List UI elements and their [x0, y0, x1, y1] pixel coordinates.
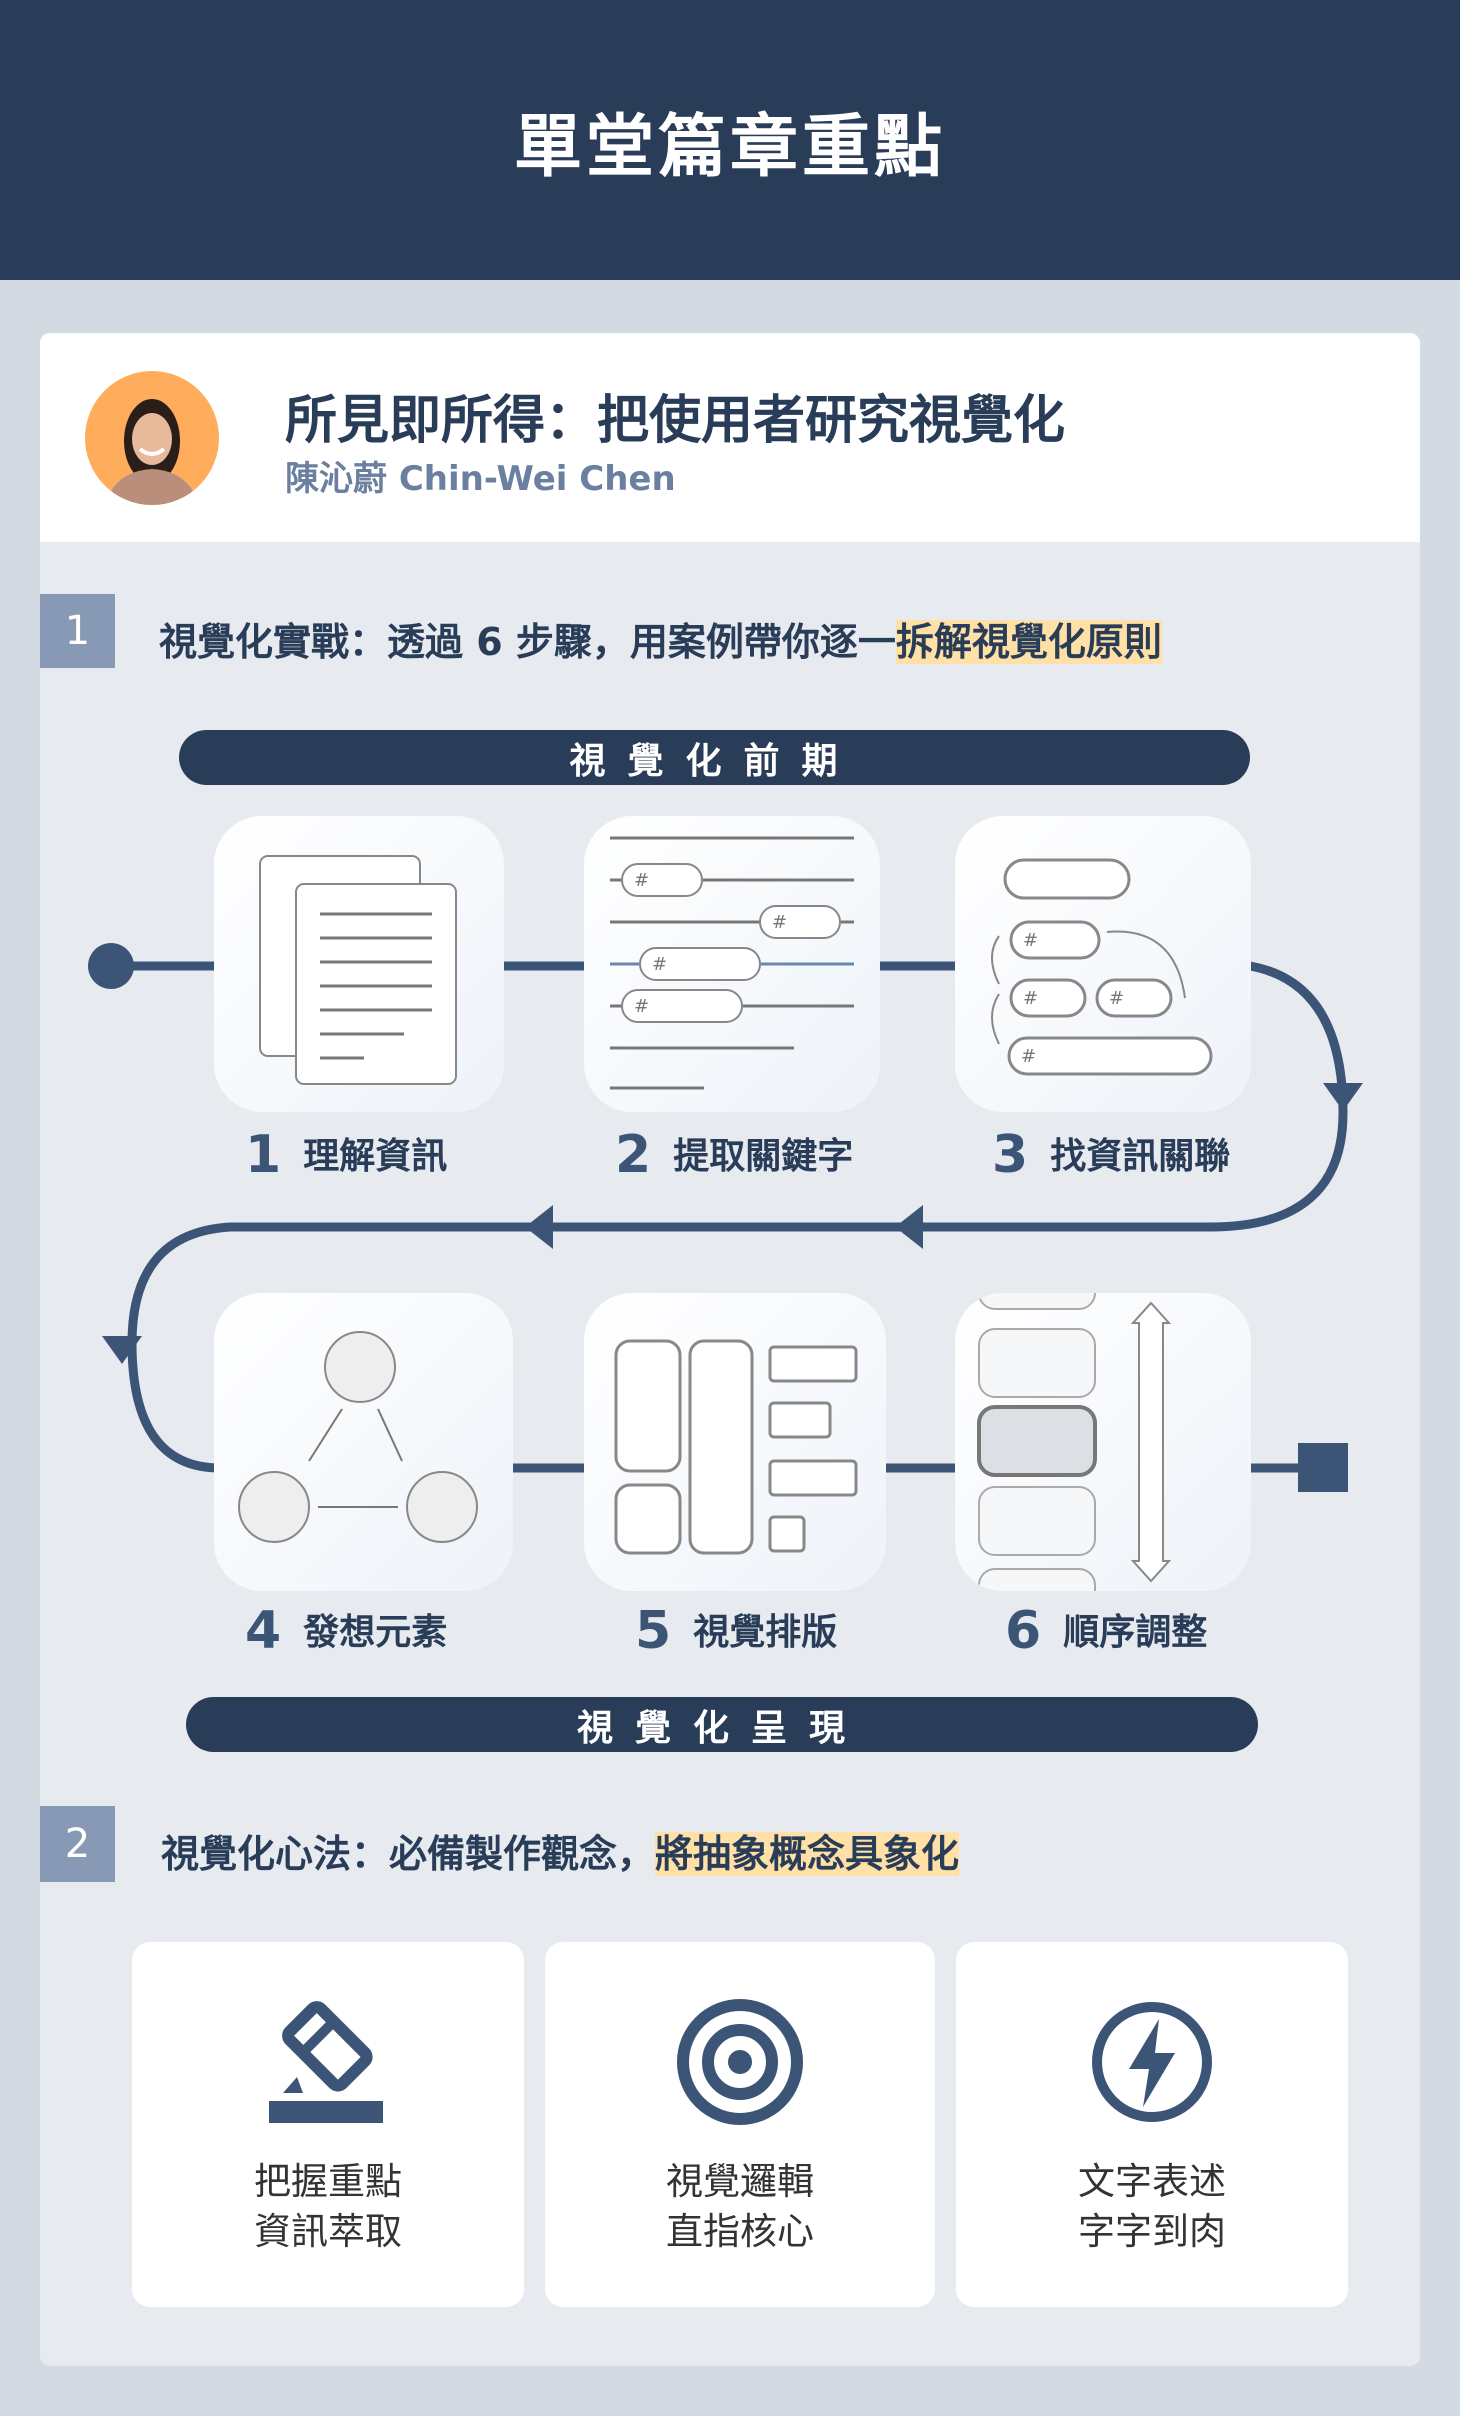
svg-text:#: # — [1021, 1046, 1036, 1067]
step-card-ordering — [955, 1293, 1251, 1591]
svg-text:#: # — [634, 870, 649, 891]
svg-text:#: # — [1023, 930, 1038, 951]
relation-tags-icon: # # # # — [991, 858, 1213, 1076]
section-1-text: 視覺化實戰：透過 6 步驟，用案例帶你逐一 — [159, 620, 896, 664]
lightning-icon — [1092, 2002, 1212, 2122]
highlighter-icon — [269, 2001, 383, 2123]
avatar — [85, 371, 219, 505]
arrow-left-icon — [525, 1205, 553, 1249]
timeline-end-square — [1298, 1443, 1348, 1492]
phase-pill-presentation: 視覺化呈現 — [186, 1697, 1258, 1752]
layout-blocks-icon — [614, 1339, 858, 1555]
principle-card-lightning: 文字表述字字到肉 — [956, 1942, 1348, 2307]
section-1-highlight: 拆解視覺化原則 — [895, 620, 1162, 664]
course-title: 所見即所得：把使用者研究視覺化 — [285, 391, 1066, 451]
step-card-layout — [584, 1293, 886, 1591]
documents-icon — [259, 855, 457, 1085]
svg-text:#: # — [652, 954, 667, 975]
principle-card-target: 視覺邏輯直指核心 — [545, 1942, 935, 2307]
svg-text:#: # — [772, 912, 787, 933]
phase-pill-early: 視覺化前期 — [179, 730, 1250, 785]
page-title: 單堂篇章重點 — [513, 107, 946, 187]
svg-text:#: # — [1109, 988, 1124, 1009]
arrow-down-icon — [1323, 1083, 1363, 1111]
course-header: 所見即所得：把使用者研究視覺化 陳沁蔚 Chin-Wei Chen — [40, 333, 1420, 542]
timeline-start-dot — [88, 943, 134, 989]
section-2-heading: 視覺化心法：必備製作觀念，將抽象概念具象化 — [161, 1823, 960, 1878]
header: 單堂篇章重點 — [0, 0, 1460, 280]
arrow-down-icon — [102, 1336, 142, 1364]
keyword-tags-icon: #### — [610, 836, 854, 1090]
principle-card-highlight: 把握重點資訊萃取 — [132, 1942, 524, 2307]
course-card: 所見即所得：把使用者研究視覺化 陳沁蔚 Chin-Wei Chen 1 視覺化實… — [40, 333, 1420, 2366]
instructor-name: 陳沁蔚 Chin-Wei Chen — [285, 459, 676, 499]
reorder-list-icon — [977, 1293, 1172, 1591]
section-number-badge: 1 — [40, 594, 115, 668]
section-number-badge: 2 — [40, 1806, 115, 1882]
arrow-left-icon — [895, 1205, 923, 1249]
svg-text:#: # — [634, 996, 649, 1017]
section-2-highlight: 將抽象概念具象化 — [655, 1832, 960, 1876]
svg-text:#: # — [1023, 988, 1038, 1009]
step-card-keywords: #### — [584, 816, 880, 1112]
target-icon — [677, 1999, 803, 2125]
step-card-ideation — [214, 1293, 513, 1591]
step-card-relations: # # # # — [955, 816, 1251, 1112]
section-1-heading: 視覺化實戰：透過 6 步驟，用案例帶你逐一拆解視覺化原則 — [159, 611, 1162, 666]
step-card-understand — [214, 816, 504, 1112]
section-2-text: 視覺化心法：必備製作觀念， — [161, 1832, 656, 1876]
network-circles-icon — [238, 1331, 478, 1543]
